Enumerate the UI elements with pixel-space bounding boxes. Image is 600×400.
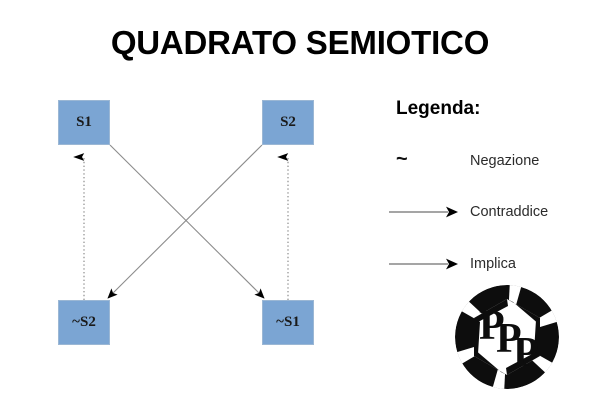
svg-text:P: P (513, 330, 539, 376)
arrow-right-icon (389, 206, 458, 218)
node-s1-label: S1 (76, 114, 92, 130)
camera-aperture-icon: P P P (455, 285, 559, 389)
arrow-right-icon (389, 258, 458, 270)
node-not-s2-label: ~S2 (72, 314, 96, 330)
legend-title: Legenda: (396, 98, 481, 119)
logo: P P P (452, 282, 562, 392)
legend-item-negazione: ~ Negazione (388, 148, 596, 174)
legend-label-contraddice: Contraddice (470, 204, 549, 220)
node-s2[interactable]: S2 (262, 100, 314, 145)
legend-symbol-implica (388, 251, 468, 277)
legend-symbol-tilde: ~ (388, 148, 468, 174)
edge-s1-to-ns1 (109, 144, 265, 299)
svg-text:P: P (479, 303, 505, 349)
diagram-edges (73, 144, 289, 300)
legend-symbol-contraddice (388, 199, 468, 225)
node-s2-label: S2 (280, 114, 296, 130)
page-title: QUADRATO SEMIOTICO (110, 24, 490, 61)
logo-letters: P P P (479, 303, 539, 376)
node-not-s2[interactable]: ~S2 (58, 300, 110, 345)
node-not-s1[interactable]: ~S1 (262, 300, 314, 345)
node-s1[interactable]: S1 (58, 100, 110, 145)
legend-item-implica: Implica (388, 251, 596, 277)
legend-label-implica: Implica (470, 256, 516, 272)
legend-label-negazione: Negazione (470, 153, 540, 169)
edge-s2-to-ns2 (107, 144, 263, 299)
svg-text:P: P (496, 316, 522, 362)
tilde-icon: ~ (396, 148, 408, 170)
legend-item-contraddice: Contraddice (388, 199, 596, 225)
semiotic-square-diagram: S1 S2 ~S2 ~S1 (58, 100, 314, 345)
legend: Legenda: ~ Negazione Contraddice (388, 98, 596, 288)
node-not-s1-label: ~S1 (276, 314, 300, 330)
